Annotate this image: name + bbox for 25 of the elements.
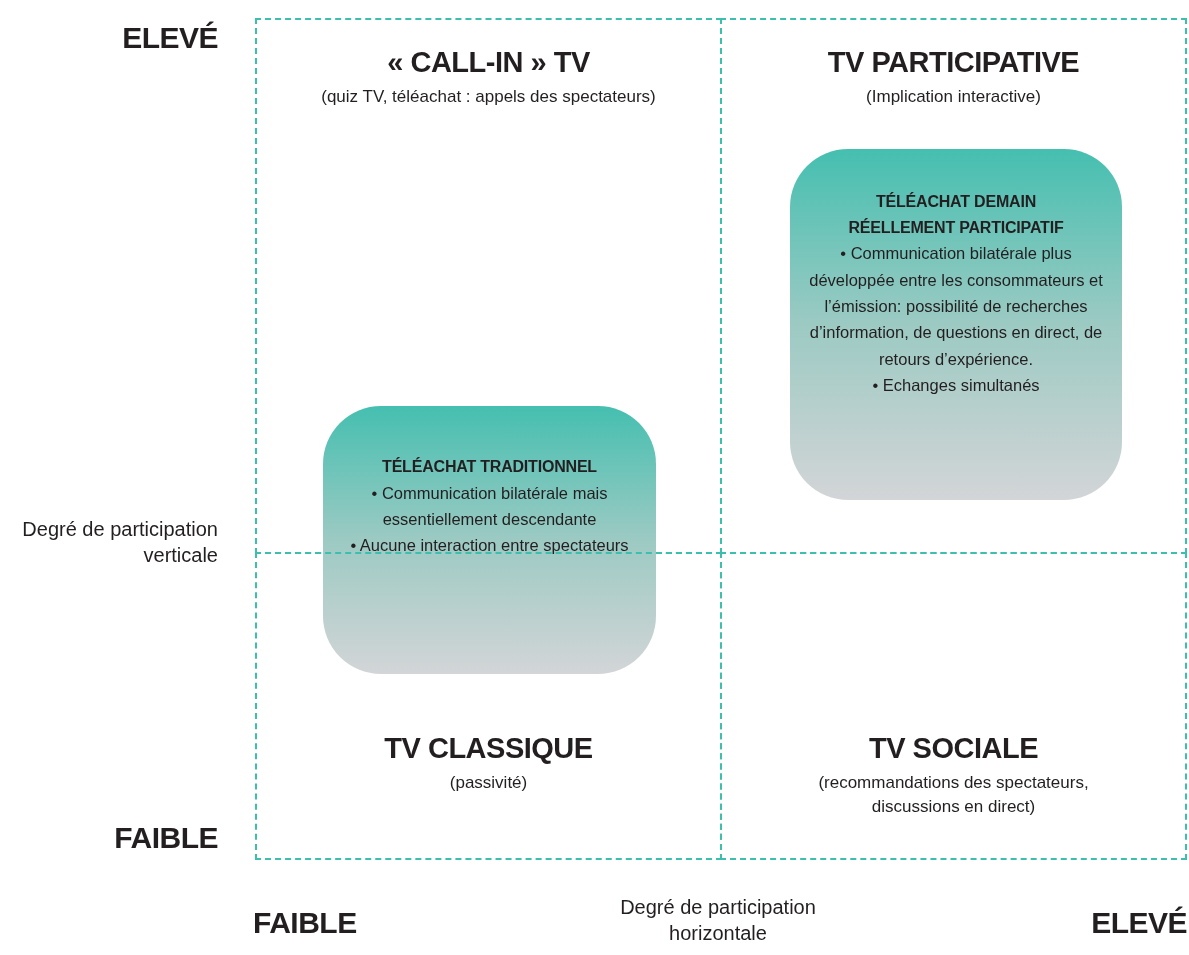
axis-title: Degré de participation horizontale — [619, 895, 817, 946]
bullet-text: • Communication bilatérale mais essentiellement descendante — [370, 482, 609, 530]
box-title: TÉLÉACHAT DEMAIN RÉELLEMENT PARTICIPATIF — [847, 191, 1065, 238]
bullet-text: • Aucune interaction entre spectateurs — [350, 535, 629, 557]
box-title: TÉLÉACHAT TRADITIONNEL — [382, 456, 597, 477]
quadrant-title: TV CLASSIQUE — [384, 732, 593, 766]
quadrant-title: « CALL-IN » TV — [387, 46, 590, 80]
quadrant-description: (quiz TV, téléachat : appels des spectateurs) — [321, 86, 656, 109]
quadrant-description: (passivité) — [449, 772, 528, 795]
quadrant — [720, 552, 1187, 860]
axis-value-label: FAIBLE — [253, 905, 358, 941]
quadrant-description: (recommandations des spectateurs, discussions en direct) — [817, 772, 1090, 819]
axis-title: Degré de participation verticale — [21, 517, 218, 568]
bullet-text: • Communication bilatérale plus développée entre les consommateurs et l’émission: possibilité de recherches d’information, de questions en direct, de retours d’expérience. — [808, 243, 1104, 370]
axis-value-label: ELEVÉ — [121, 20, 218, 56]
axis-value-label: ELEVÉ — [1090, 905, 1187, 941]
quadrant-description: (Implication interactive) — [866, 86, 1041, 109]
rounded-box — [790, 149, 1122, 500]
quadrant-title: TV SOCIALE — [869, 732, 1038, 766]
quadrant-title: TV PARTICIPATIVE — [827, 46, 1080, 80]
rounded-box — [323, 406, 656, 674]
quadrant — [255, 552, 722, 860]
quadrant — [720, 18, 1187, 554]
bullet-text: • Echanges simultanés — [872, 375, 1040, 397]
axis-value-label: FAIBLE — [113, 820, 218, 856]
